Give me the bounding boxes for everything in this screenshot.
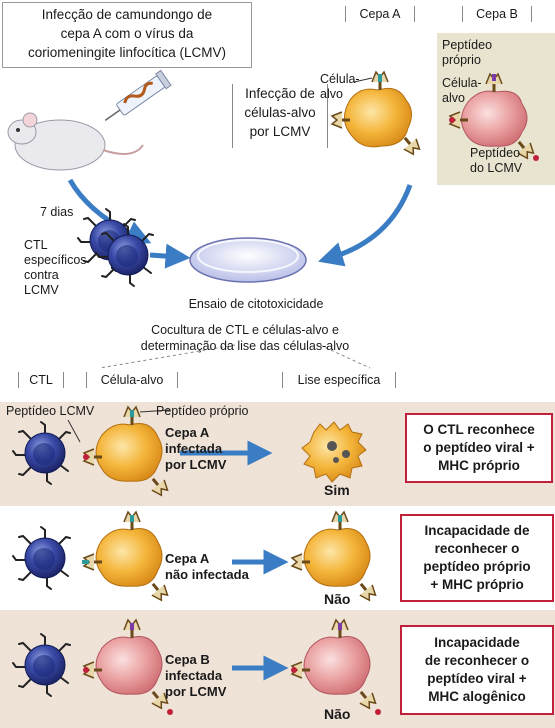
row3-intact-cell <box>291 619 381 715</box>
row1-peptide-self: Peptídeo próprio <box>156 404 249 418</box>
row1-conclusion-line2: o peptídeo viral + <box>423 440 535 455</box>
coculture-text: Cocultura de CTL e células-alvo e determ… <box>120 322 370 354</box>
target-infection-line1: Infecção de <box>245 86 315 101</box>
row2-ctl <box>12 526 71 590</box>
row3-cell-desc-line1: Cepa B <box>165 652 210 667</box>
arrow-to-dish <box>318 184 413 267</box>
target-cell-strain-a-top <box>331 71 424 158</box>
strain-b-label: Cepa B <box>476 7 518 21</box>
row2-result: Não <box>324 591 351 607</box>
row2-cell-desc-line1: Cepa A <box>165 551 210 566</box>
strain-b-header: Cepa B <box>462 6 532 22</box>
col-header-ctl: CTL <box>18 372 64 388</box>
days-label: 7 dias <box>40 205 74 219</box>
row1-cell-desc: Cepa A infectada por LCMV <box>165 425 226 473</box>
lcmv-peptide-line1: Peptídeo <box>470 146 521 160</box>
coculture-line2: determinação da lise das células-alvo <box>140 339 350 353</box>
row1-cell-desc-line2: infectada <box>165 441 223 456</box>
self-peptide-line1: Peptídeo <box>442 38 493 52</box>
row3-ctl <box>12 633 71 697</box>
col-header-target: Célula-alvo <box>86 372 178 388</box>
row1-target-cell <box>83 406 172 499</box>
row3-conclusion-line2: de reconhecer o <box>424 653 530 668</box>
row1-conclusion-line1: O CTL reconhece <box>423 422 535 437</box>
petri-dish <box>189 237 307 283</box>
row2-intact-cell <box>291 511 380 604</box>
row3-cell-desc: Cepa B infectada por LCMV <box>165 652 226 700</box>
row2-conclusion-line1: Incapacidade de <box>424 523 530 538</box>
row2-cell-desc-line2: não infectada <box>165 567 249 582</box>
row1-ctl <box>12 421 71 485</box>
row3-conclusion-line4: MHC alogênico <box>428 689 526 704</box>
mouse-illustration <box>7 69 172 171</box>
strain-a-header: Cepa A <box>345 6 415 22</box>
row2-cell-desc: Cepa A não infectada <box>165 551 249 583</box>
target-infection-box: Infecção de células-alvo por LCMV <box>232 84 328 148</box>
cell-label-a-line1: Célula- <box>320 72 360 86</box>
col-ctl-label: CTL <box>29 373 53 387</box>
ctl-specific-line4: LCMV <box>24 283 59 297</box>
ctl-specific-line2: específicos <box>24 253 87 267</box>
cell-label-b-line1: Célula- <box>442 76 482 90</box>
assay-label: Ensaio de citotoxicidade <box>188 297 324 311</box>
self-peptide-top: Peptídeo próprio <box>442 38 492 68</box>
row3-conclusion-line3: peptídeo viral + <box>427 671 527 686</box>
row1-conclusion-line3: MHC próprio <box>438 458 520 473</box>
row2-conclusion-line2: reconhecer o <box>434 541 520 556</box>
col-lysis-label: Lise específica <box>297 373 381 387</box>
cell-label-a: Célula- alvo <box>320 72 360 102</box>
target-infection-line2: células-alvo <box>244 105 316 120</box>
self-peptide-line2: próprio <box>442 53 481 67</box>
target-cell-strain-b-top <box>449 73 539 162</box>
row1-cell-desc-line3: por LCMV <box>165 457 227 472</box>
row1-lysed-cell <box>301 421 367 483</box>
col-target-label: Célula-alvo <box>100 373 164 387</box>
row3-target-cell <box>83 619 173 715</box>
lcmv-peptide-top: Peptídeo do LCMV <box>470 146 522 176</box>
ctl-specific-line1: CTL <box>24 238 48 252</box>
infection-title-line3: coriomeningite linfocítica (LCMV) <box>27 45 227 60</box>
ctl-specific-label: CTL específicos contra LCMV <box>24 238 87 298</box>
strain-a-label: Cepa A <box>359 7 401 21</box>
row3-cell-desc-line2: infectada <box>165 668 223 683</box>
arrow-to-ctl <box>67 178 152 245</box>
row2-target-cell <box>82 511 172 604</box>
row2-conclusion-line4: + MHC próprio <box>430 577 524 592</box>
lcmv-peptide-line2: do LCMV <box>470 161 523 175</box>
row3-conclusion-line1: Incapacidade <box>434 635 520 650</box>
ctl-specific-line3: contra <box>24 268 59 282</box>
infection-title-box: Infecção de camundongo de cepa A com o v… <box>2 2 252 68</box>
row3-result: Não <box>324 706 351 722</box>
infection-title-line1: Infecção de camundongo de <box>41 7 213 22</box>
col-header-lysis: Lise específica <box>282 372 396 388</box>
row1-peptide-lcmv: Peptídeo LCMV <box>6 404 95 418</box>
infection-title-line2: cepa A com o vírus da <box>60 26 194 41</box>
row3-conclusion-box: Incapacidade de reconhecer o peptídeo vi… <box>400 625 554 715</box>
row1-conclusion-box: O CTL reconhece o peptídeo viral + MHC p… <box>405 413 553 483</box>
row3-cell-desc-line3: por LCMV <box>165 684 227 699</box>
coculture-line1: Cocultura de CTL e células-alvo e <box>151 323 339 337</box>
cell-label-b-line2: alvo <box>442 91 465 105</box>
cell-label-a-line2: alvo <box>320 87 343 101</box>
row1-cell-desc-line1: Cepa A <box>165 425 210 440</box>
cell-label-b: Célula- alvo <box>442 76 482 106</box>
target-infection-line3: por LCMV <box>249 124 311 139</box>
row2-conclusion-box: Incapacidade de reconhecer o peptídeo pr… <box>400 514 554 602</box>
row1-result: Sim <box>324 482 350 498</box>
row2-conclusion-line3: peptídeo próprio <box>423 559 531 574</box>
